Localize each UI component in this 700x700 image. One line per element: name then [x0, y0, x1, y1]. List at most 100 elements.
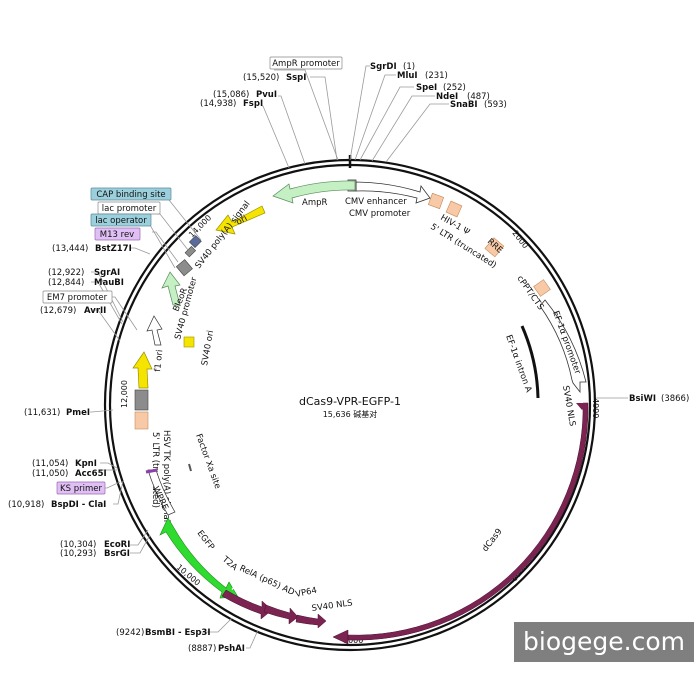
enzyme-bsmbi-pos: (9242) — [116, 628, 144, 638]
t2a-label: T2A — [219, 554, 239, 573]
cap-site-box — [90, 187, 172, 201]
ks-primer-label: KS primer — [60, 484, 102, 494]
ks-primer-box — [56, 481, 106, 495]
enzyme-fspi-pos: (14,938) — [200, 99, 236, 109]
enzyme-leaders — [90, 65, 628, 649]
enzyme-pvui-pos: (15,086) — [213, 90, 249, 100]
sv40-polya-box — [175, 259, 193, 277]
enzyme-bspdi-pos: (10,918) — [8, 500, 44, 510]
enzyme-bsiwi-pos: (3866) — [661, 394, 689, 404]
enzyme-bstz17i-name: BstZ17I — [95, 244, 132, 254]
em7-promoter-box — [42, 290, 113, 304]
lac-mark — [184, 245, 197, 258]
cmv-arrow — [355, 181, 431, 204]
f1-ori-label: f1 ori — [153, 349, 165, 372]
enzyme-fspi-name: FspI — [243, 99, 263, 109]
enzyme-ecori-name: EcoRI — [104, 540, 130, 550]
factor-xa-label: Factor Xa site — [193, 433, 222, 491]
enzyme-acc65i-pos: (11,050) — [32, 469, 68, 479]
cppt-box — [533, 279, 551, 297]
enzyme-snabi-name: SnaBI — [450, 100, 478, 110]
plasmid-size: 15,636 碱基对 — [323, 409, 378, 419]
enzyme-sgrai-name: SgrAI — [94, 268, 120, 278]
tick-12000: 12,000 — [120, 380, 129, 408]
enzyme-maubi-name: MauBI — [94, 278, 124, 288]
em7-promoter-label: EM7 promoter — [47, 293, 108, 303]
cmv-promoter-label: CMV promoter — [349, 209, 411, 219]
ori-label: ori — [235, 214, 249, 228]
enzyme-sspi-name: SspI — [286, 73, 306, 83]
dcas9-label: dCas9 — [480, 527, 504, 554]
enzyme-pshai-pos: (8887) — [188, 644, 216, 654]
tick-8000: 8000 — [343, 636, 363, 645]
enzyme-bsrgi-name: BsrGI — [104, 549, 130, 559]
enzyme-spei-pos: (252) — [443, 83, 466, 93]
ef1a-promoter-label: EF-1α promoter — [550, 310, 582, 376]
ef1a-promoter-arrow — [539, 299, 587, 394]
enzyme-mlui-pos: (231) — [425, 71, 448, 81]
enzyme-snabi-pos: (593) — [484, 100, 507, 110]
lac-operator-label: lac operator — [95, 216, 147, 226]
enzyme-pshai-name: PshAI — [218, 644, 245, 654]
enzyme-kpni-name: KpnI — [75, 459, 97, 469]
m13-rev-label: M13 rev — [100, 230, 134, 240]
rre-box — [484, 237, 505, 258]
ori-arrow — [215, 205, 266, 235]
ampr-arrow — [272, 180, 356, 204]
cap-site-mark — [188, 235, 202, 249]
enzyme-pmei-name: PmeI — [66, 408, 90, 418]
tick-4000: 4000 — [591, 398, 600, 418]
enzyme-sspi-pos: (15,520) — [243, 73, 279, 83]
ampr-promoter-box — [269, 56, 343, 70]
wpre-box — [147, 469, 176, 516]
enzyme-pmei-pos: (11,631) — [24, 408, 60, 418]
sv40-ori-label: SV40 ori — [200, 330, 216, 367]
enzyme-acc65i-name: Acc65I — [75, 469, 107, 479]
enzyme-bsrgi-pos: (10,293) — [60, 549, 96, 559]
enzyme-ndei-name: NdeI — [436, 92, 458, 102]
sv40-ori-box — [183, 336, 195, 348]
enzyme-kpni-pos: (11,054) — [32, 459, 68, 469]
enzyme-bsmbi-name: BsmBI - Esp3I — [145, 628, 211, 638]
ef1a-intron-arc — [520, 325, 540, 399]
enzyme-sgrai-pos: (12,922) — [48, 268, 84, 278]
enzyme-avrii-name: AvrII — [84, 306, 106, 316]
ltr5b-box — [134, 411, 149, 430]
enzyme-ndei-pos: (487) — [467, 92, 490, 102]
watermark: biogege.com — [514, 622, 694, 662]
hiv-psi-box — [445, 200, 463, 218]
cmv-enhancer-label: CMV enhancer — [345, 197, 407, 207]
rela-ad-arrow — [263, 604, 299, 625]
lac-operator-box — [90, 213, 152, 227]
rta-ad-arrow — [221, 589, 273, 620]
enzyme-bspdi-name: BspDI - ClaI — [51, 500, 106, 510]
bleor-arrow — [161, 271, 181, 306]
dcas9-arc — [332, 402, 589, 645]
lac-promoter-label: lac promoter — [102, 204, 157, 214]
cap-site-label: CAP binding site — [96, 190, 165, 200]
ltr5-box — [427, 192, 445, 210]
enzyme-bsiwi-name: BsiWI — [629, 394, 656, 404]
egfp-label: EGFP — [195, 529, 216, 552]
ampr-promoter-label: AmpR promoter — [272, 59, 340, 69]
egfp-arrow — [159, 517, 239, 599]
wpre-end-mark — [145, 468, 158, 474]
sv40-nls-bottom-label: SV40 NLS — [311, 598, 353, 614]
hsv-polya-label: HSV TK poly(A) signal — [161, 430, 171, 522]
enzyme-spei-name: SpeI — [416, 83, 437, 93]
hsv-polya-box — [134, 389, 149, 411]
sv40-promoter-arrow — [146, 315, 163, 346]
sv40-nls-top-arrow — [576, 403, 588, 410]
vp64-arrow — [295, 613, 327, 629]
enzyme-ecori-pos: (10,304) — [60, 540, 96, 550]
enzyme-sgrdi-name: SgrDI — [370, 62, 397, 72]
factor-xa-mark — [188, 463, 192, 472]
rre-label: RRE — [485, 237, 504, 256]
ampr-label: AmpR — [302, 198, 327, 208]
enzyme-mlui-name: MluI — [397, 71, 418, 81]
tick-2000: 2000 — [510, 229, 530, 251]
enzyme-avrii-pos: (12,679) — [40, 306, 76, 316]
enzyme-sgrdi-pos: (1) — [403, 62, 415, 72]
enzyme-maubi-pos: (12,844) — [48, 278, 84, 288]
f1-ori-arrow — [132, 351, 153, 389]
